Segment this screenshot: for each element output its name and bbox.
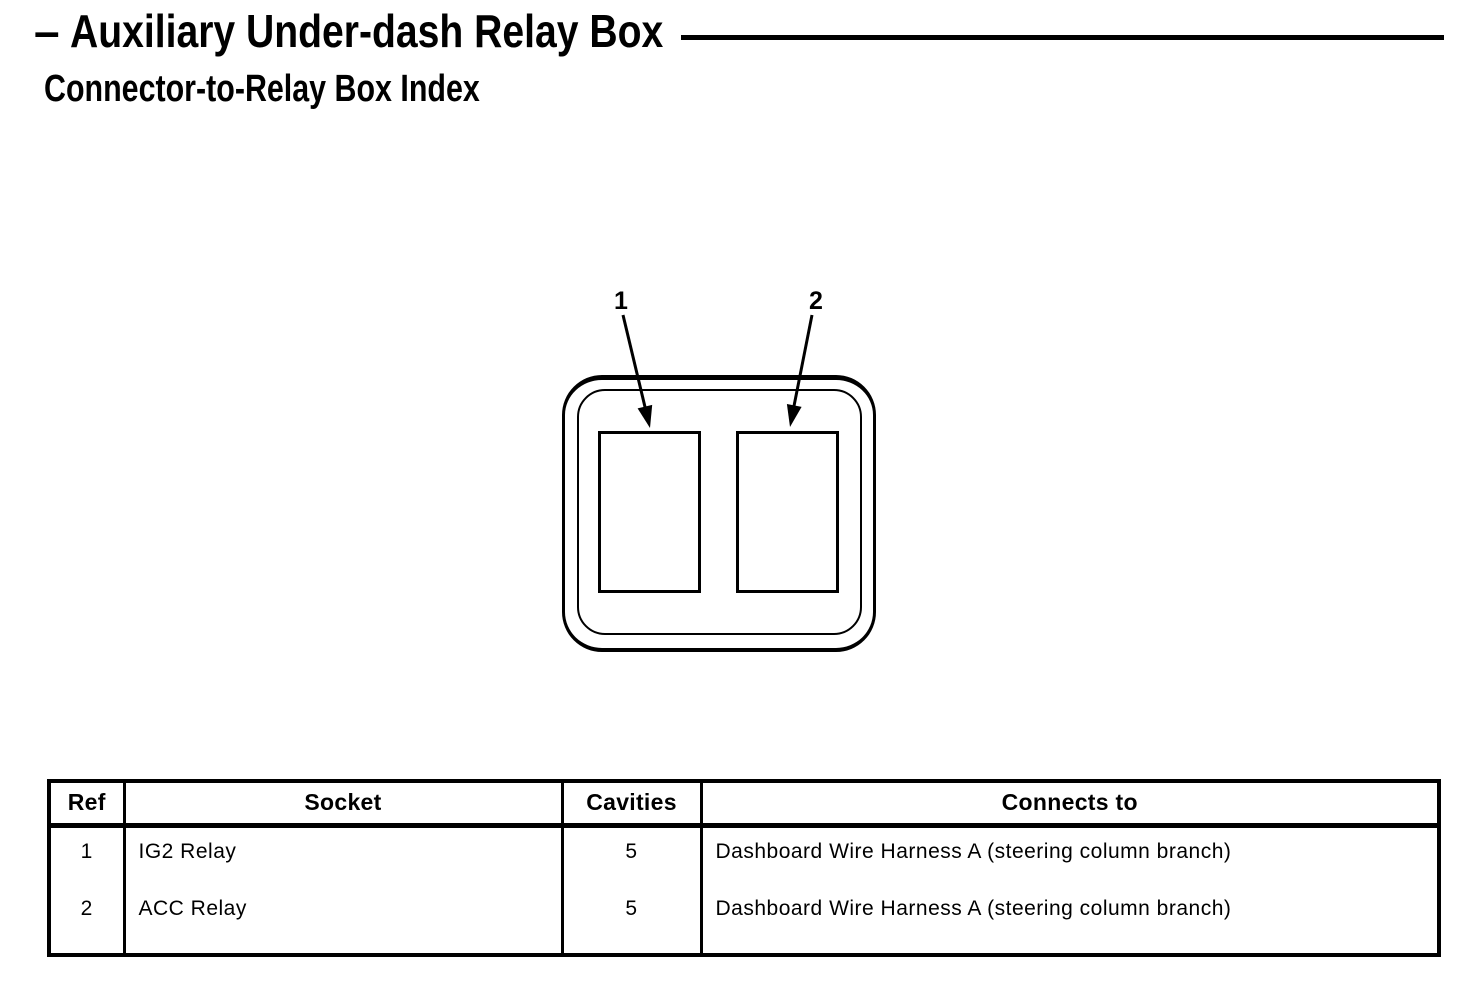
relay-socket-2: [736, 431, 839, 593]
table-row: 2 ACC Relay 5 Dashboard Wire Harness A (…: [49, 885, 1439, 955]
table-row: 1 IG2 Relay 5 Dashboard Wire Harness A (…: [49, 825, 1439, 885]
callout-label-1: 1: [614, 287, 628, 315]
callout-label-2: 2: [809, 287, 823, 315]
column-header-socket: Socket: [122, 781, 562, 828]
cell-cavities: 5: [560, 825, 701, 885]
cell-ref: 2: [80, 897, 93, 920]
connector-index-table: Ref Socket Cavities Connects to 1 IG2 Re…: [47, 779, 1441, 957]
section-subtitle: Connector-to-Relay Box Index: [44, 68, 480, 110]
column-header-cavities: Cavities: [560, 781, 701, 828]
cell-connects-to: Dashboard Wire Harness A (steering colum…: [699, 885, 1439, 955]
cell-ref: 1: [80, 839, 93, 863]
column-header-connects-to: Connects to: [699, 781, 1439, 828]
title-dash: –: [34, 5, 60, 57]
column-header-ref: Ref: [49, 781, 124, 828]
cell-cavities: 5: [560, 885, 701, 955]
table-header-row: Ref Socket Cavities Connects to: [49, 781, 1439, 828]
cell-socket: ACC Relay: [122, 885, 562, 955]
page-title: Auxiliary Under-dash Relay Box: [70, 5, 664, 57]
title-rule: [681, 35, 1444, 40]
relay-socket-1: [598, 431, 701, 593]
cell-socket: IG2 Relay: [122, 825, 562, 885]
cell-connects-to: Dashboard Wire Harness A (steering colum…: [699, 825, 1439, 885]
